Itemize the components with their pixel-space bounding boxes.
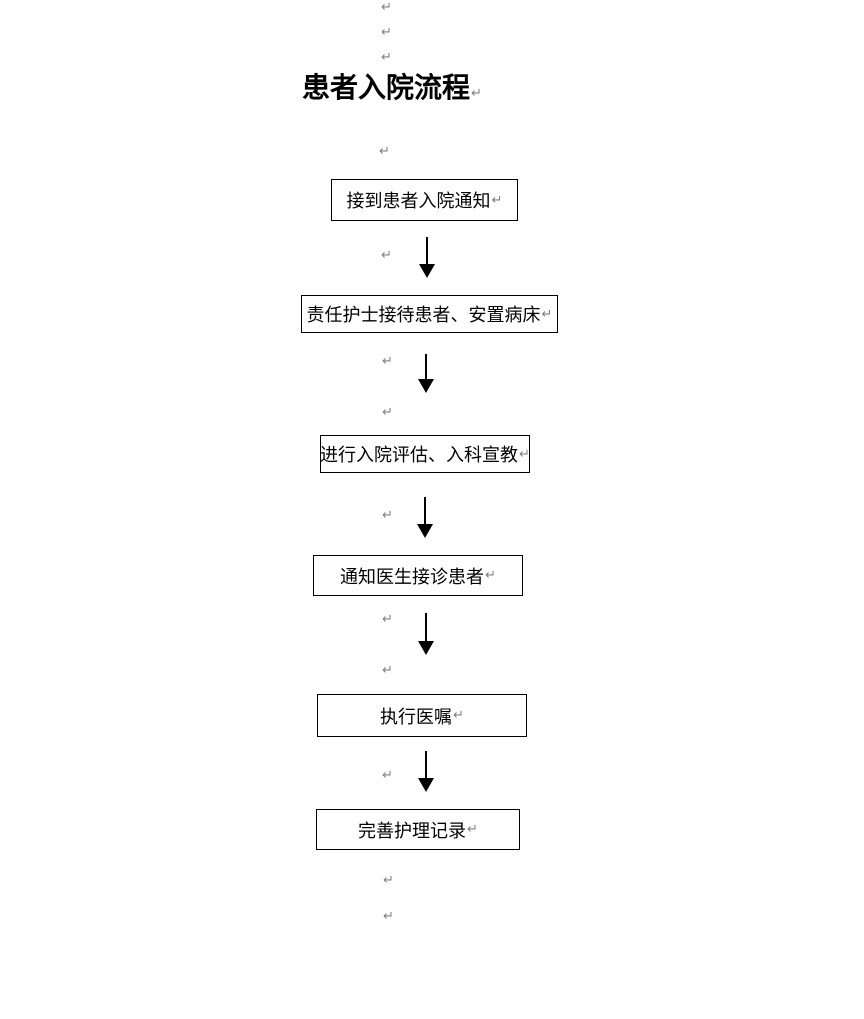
flow-node-execute-orders[interactable]: 执行医嘱↵ <box>317 694 527 737</box>
paragraph-mark-icon: ↵ <box>383 873 394 888</box>
paragraph-mark-icon: ↵ <box>383 909 394 924</box>
flow-node-label: 进行入院评估、入科宣教 <box>320 445 519 465</box>
paragraph-mark-icon: ↵ <box>379 144 390 159</box>
paragraph-mark-icon: ↵ <box>471 86 482 101</box>
flow-node-receive-notice[interactable]: 接到患者入院通知↵ <box>331 179 518 221</box>
paragraph-mark-icon: ↵ <box>382 354 393 369</box>
flow-node-notify-doctor[interactable]: 通知医生接诊患者↵ <box>313 555 523 596</box>
flow-node-assessment[interactable]: 进行入院评估、入科宣教↵ <box>320 435 530 473</box>
paragraph-mark-icon: ↵ <box>382 405 393 420</box>
flow-arrow-down <box>418 613 434 655</box>
arrow-shaft <box>426 237 428 264</box>
arrow-head-icon <box>417 524 433 538</box>
paragraph-mark-icon: ↵ <box>541 306 553 322</box>
flow-arrow-down <box>419 237 435 278</box>
flow-node-label: 接到患者入院通知 <box>346 191 491 211</box>
arrow-head-icon <box>418 641 434 655</box>
arrow-shaft <box>425 751 427 778</box>
paragraph-mark-icon: ↵ <box>519 446 530 462</box>
page-title[interactable]: 患者入院流程↵ <box>302 72 482 111</box>
flow-node-nurse-receive[interactable]: 责任护士接待患者、安置病床↵ <box>301 295 558 333</box>
paragraph-mark-icon: ↵ <box>382 612 393 627</box>
paragraph-mark-icon: ↵ <box>491 192 503 208</box>
paragraph-mark-icon: ↵ <box>382 663 393 678</box>
flow-node-nursing-record[interactable]: 完善护理记录↵ <box>316 809 520 850</box>
paragraph-mark-icon: ↵ <box>381 25 392 40</box>
paragraph-mark-icon: ↵ <box>382 508 393 523</box>
paragraph-mark-icon: ↵ <box>381 248 392 263</box>
paragraph-mark-icon: ↵ <box>381 50 392 65</box>
arrow-shaft <box>425 354 427 379</box>
flow-arrow-down <box>418 751 434 792</box>
flow-node-label: 通知医生接诊患者 <box>340 566 485 587</box>
arrow-head-icon <box>418 379 434 393</box>
flow-node-label: 完善护理记录 <box>358 820 467 841</box>
paragraph-mark-icon: ↵ <box>382 768 393 783</box>
flow-arrow-down <box>418 354 434 393</box>
arrow-shaft <box>425 613 427 641</box>
flow-node-label: 责任护士接待患者、安置病床 <box>306 305 541 325</box>
paragraph-mark-icon: ↵ <box>381 0 392 15</box>
arrow-head-icon <box>418 778 434 792</box>
paragraph-mark-icon: ↵ <box>453 708 464 723</box>
flow-node-label: 执行医嘱 <box>380 706 453 727</box>
arrow-shaft <box>424 497 426 524</box>
paragraph-mark-icon: ↵ <box>485 568 496 583</box>
flow-arrow-down <box>417 497 433 538</box>
page-title-text: 患者入院流程 <box>302 73 471 104</box>
paragraph-mark-icon: ↵ <box>467 822 478 837</box>
arrow-head-icon <box>419 264 435 278</box>
